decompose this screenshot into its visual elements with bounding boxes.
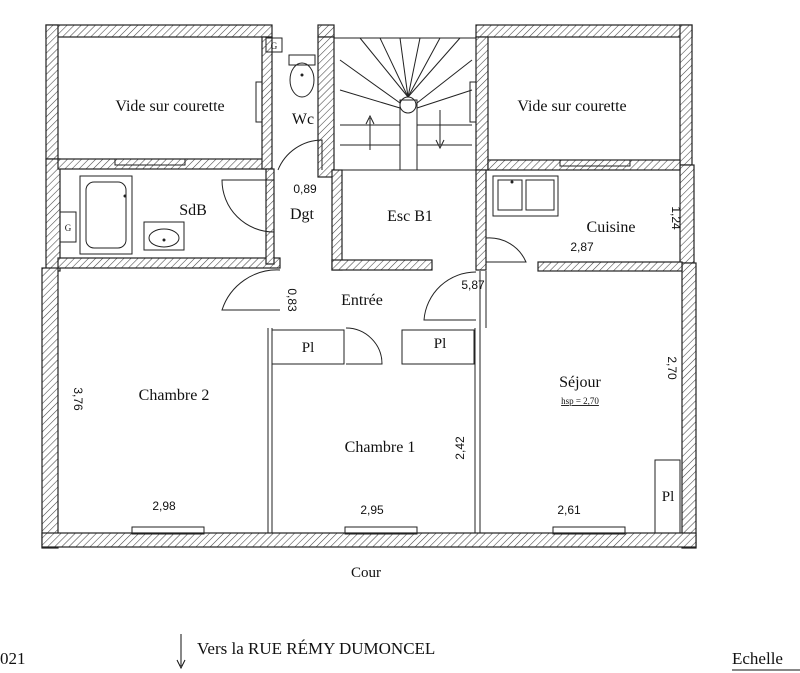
- footer-direction: Vers la RUE RÉMY DUMONCEL: [197, 639, 435, 658]
- label-closet-2: Pl: [434, 336, 447, 352]
- down-arrow-icon: [176, 634, 186, 670]
- doors: [221, 139, 527, 365]
- footer-left-fragment: 021: [0, 649, 26, 668]
- label-cuisine: Cuisine: [587, 219, 636, 236]
- dim-cuisine-width: 2,87: [570, 240, 594, 254]
- label-g-sdb: G: [65, 223, 72, 233]
- window-markers: [114, 81, 631, 535]
- label-closet-1: Pl: [302, 340, 315, 356]
- dim-chambre1-depth: 2,42: [453, 436, 467, 460]
- bathtub: [79, 175, 133, 255]
- washbasin: [143, 221, 185, 251]
- dim-chambre2-width: 2,98: [152, 499, 176, 513]
- outer-walls: [41, 24, 697, 549]
- dim-dgt-width: 0,89: [293, 182, 317, 196]
- staircase: [333, 37, 477, 171]
- wc-toilet: [288, 54, 316, 98]
- dim-chambre2-depth: 3,76: [71, 387, 85, 411]
- dim-sejour-depth: 2,70: [665, 356, 679, 380]
- label-dgt: Dgt: [290, 206, 315, 223]
- label-closet-3: Pl: [662, 489, 675, 505]
- dim-sejour-width: 2,61: [557, 503, 581, 517]
- footer-right-fragment: Echelle: [732, 649, 783, 668]
- dim-entree-length: 5,87: [461, 278, 485, 292]
- dim-entree-width: 0,83: [285, 288, 299, 312]
- dim-cuisine-depth: 1,24: [669, 206, 683, 230]
- label-vide-right: Vide sur courette: [517, 98, 626, 115]
- heater-g-boxes: [59, 37, 283, 243]
- label-cour: Cour: [351, 565, 381, 581]
- label-esc-b1: Esc B1: [387, 208, 433, 225]
- label-vide-left: Vide sur courette: [115, 98, 224, 115]
- label-sejour-hsp: hsp = 2,70: [561, 396, 599, 406]
- label-sdb: SdB: [179, 202, 207, 219]
- label-wc: Wc: [292, 111, 314, 128]
- dim-chambre1-width: 2,95: [360, 503, 384, 517]
- kitchen-sink: [492, 175, 559, 217]
- label-g-wc: G: [271, 41, 278, 51]
- label-entree: Entrée: [341, 292, 383, 309]
- interior-walls: [57, 36, 683, 533]
- label-sejour: Séjour: [559, 374, 601, 391]
- closet-sejour: [654, 459, 681, 534]
- label-chambre-2: Chambre 2: [139, 387, 210, 404]
- label-chambre-1: Chambre 1: [345, 439, 416, 456]
